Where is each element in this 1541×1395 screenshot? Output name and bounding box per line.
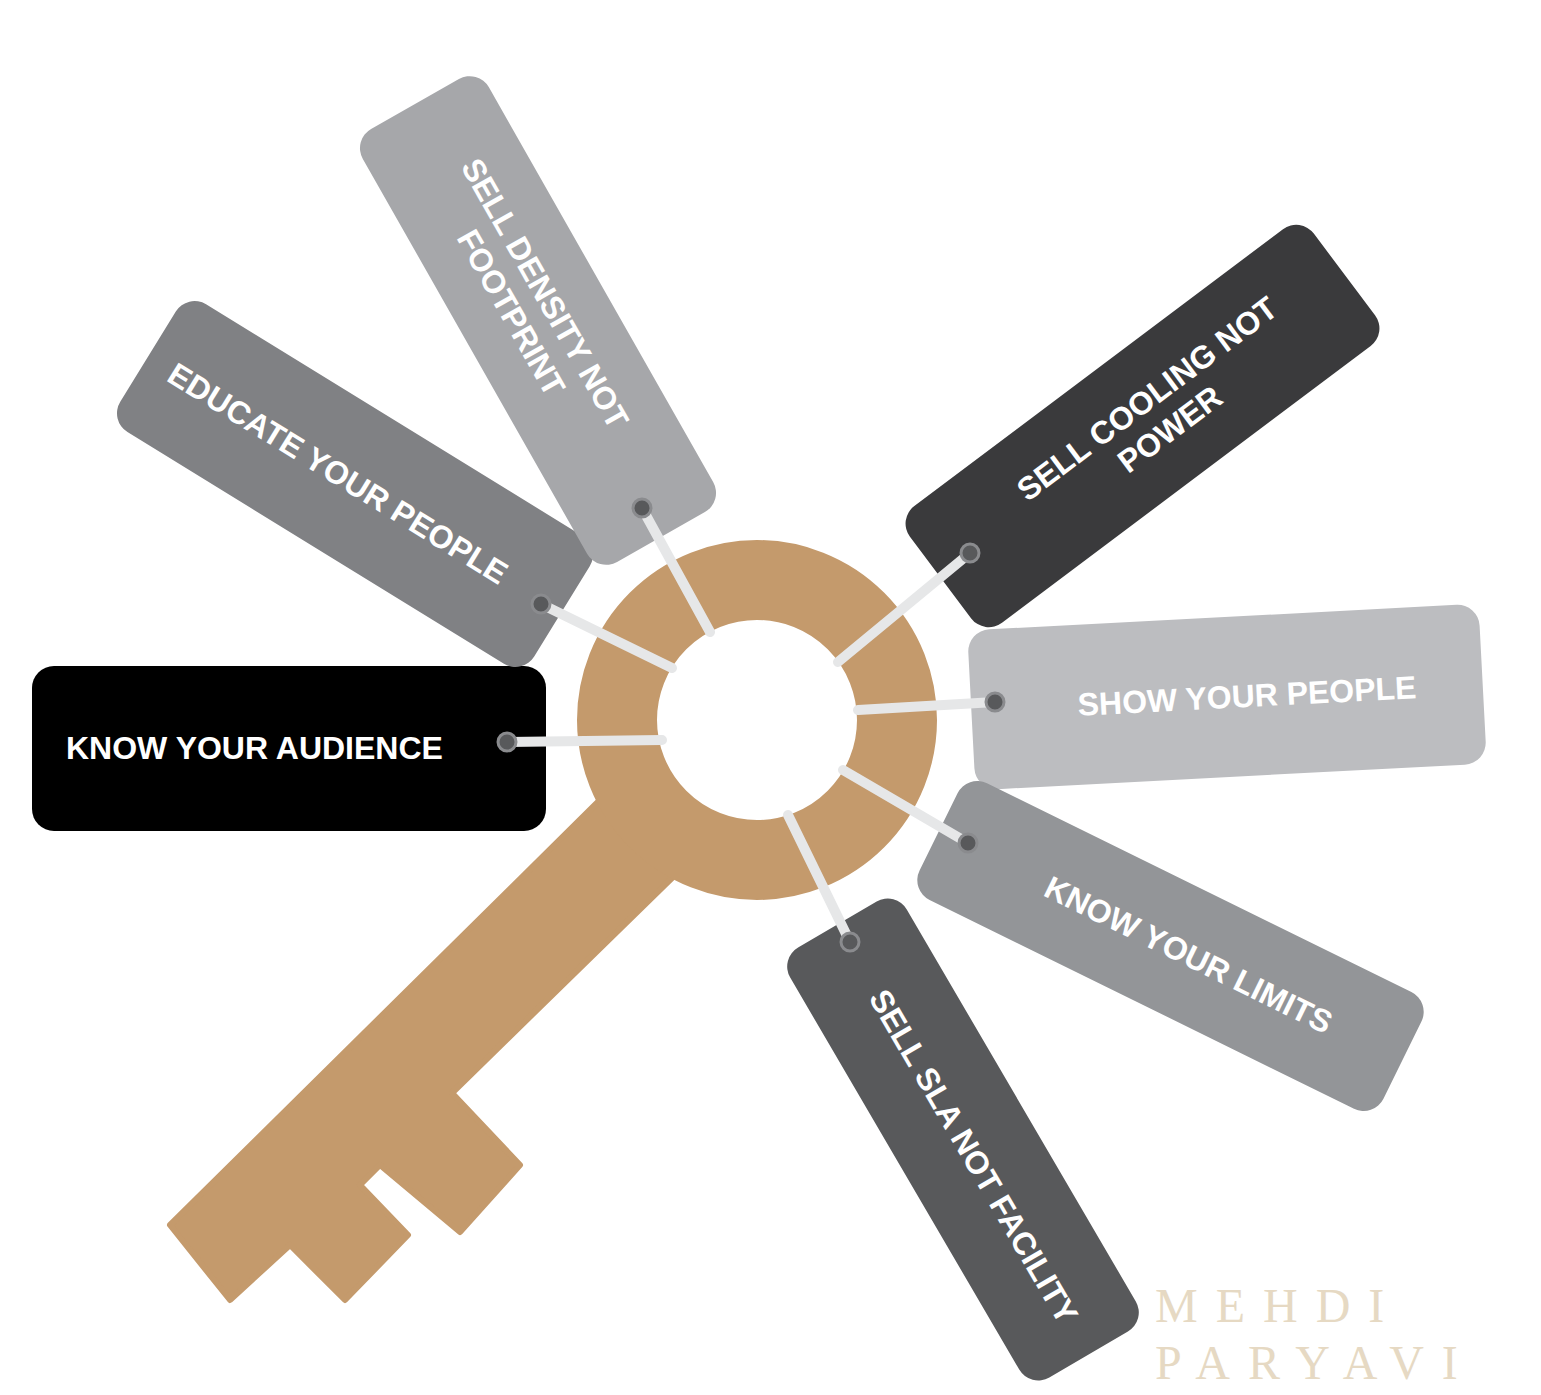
tag-string [838, 553, 970, 662]
tag-hole [959, 834, 977, 852]
tag-string [642, 508, 710, 632]
tag-hole [498, 733, 516, 751]
tag-label: SELL SLA NOT FACILITY [861, 982, 1086, 1330]
tag-string [507, 740, 662, 742]
watermark: PARYAVI [1155, 1335, 1476, 1390]
tag-hole [986, 693, 1004, 711]
watermark: MEHDI [1155, 1278, 1402, 1333]
luggage-tag: SHOW YOUR PEOPLE [967, 604, 1487, 791]
tag-label: SELL DENSITY NOT FOOTPRINT [394, 107, 661, 498]
tag-label: SELL COOLING NOT POWER [970, 259, 1346, 568]
tag-label: SHOW YOUR PEOPLE [1077, 668, 1418, 724]
luggage-tag: SELL COOLING NOT POWER [896, 216, 1388, 636]
tag-string [843, 770, 968, 843]
tag-hole [532, 595, 550, 613]
tag-label: KNOW YOUR LIMITS [1038, 868, 1338, 1042]
tag-hole [841, 933, 859, 951]
tag-string [788, 815, 850, 942]
tag-string [858, 702, 995, 710]
tag-label: KNOW YOUR AUDIENCE [66, 729, 443, 767]
luggage-tag: KNOW YOUR AUDIENCE [32, 666, 546, 831]
tag-hole [961, 544, 979, 562]
key-ring [617, 580, 897, 860]
key-shaft [170, 795, 675, 1300]
tag-hole [633, 499, 651, 517]
tag-label: EDUCATE YOUR PEOPLE [161, 355, 515, 593]
tag-string [541, 604, 672, 668]
